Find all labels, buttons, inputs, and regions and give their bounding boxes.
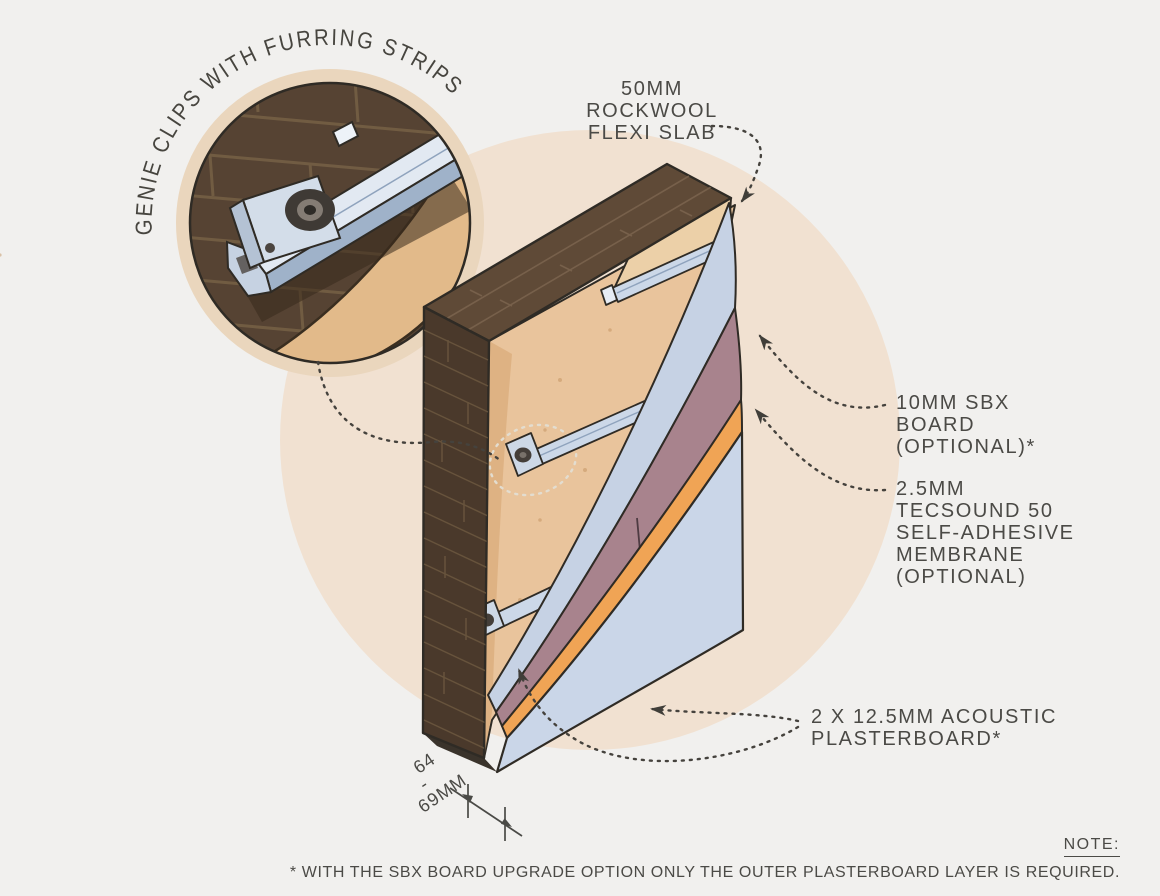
label-rockwool: 50MM ROCKWOOL FLEXI SLAB — [552, 78, 752, 144]
leader-sbx — [758, 334, 887, 409]
wall-assembly — [0, 162, 745, 774]
footnote: NOTE: * WITH THE SBX BOARD UPGRADE OPTIO… — [290, 836, 1120, 882]
leader-plasterboard-inner — [517, 668, 800, 763]
inset-ring — [176, 69, 484, 377]
dimension-arrow-1 — [462, 794, 473, 803]
inset-genie-clip — [228, 174, 342, 270]
label-sbx-board: 10MM SBX BOARD (OPTIONAL)* — [896, 392, 1036, 458]
inset-detail-circle — [176, 69, 484, 377]
outer-plasterboard-layer — [495, 430, 745, 774]
label-tecsound-line1: 2.5MM — [896, 478, 966, 500]
leader-inset-to-clip — [316, 360, 502, 462]
inset-shadow — [245, 178, 470, 322]
label-plasterboard-line1: 2 X 12.5MM ACOUSTIC — [811, 706, 1058, 728]
brick-side-joints — [423, 329, 489, 751]
inset-outline — [188, 81, 472, 365]
label-tecsound-line2: TECSOUND 50 — [896, 500, 1054, 522]
label-rockwool-line3: FLEXI SLAB — [587, 122, 717, 144]
note-body: * WITH THE SBX BOARD UPGRADE OPTION ONLY… — [289, 864, 1120, 881]
brick-wall-side-face — [421, 305, 491, 760]
leader-lines — [316, 124, 887, 763]
label-tecsound-line3: SELF-ADHESIVE — [896, 522, 1075, 544]
label-sbx-line1: 10MM SBX — [896, 392, 1010, 414]
wall-bottom-edge — [423, 733, 497, 772]
label-rockwool-line1: 50MM — [621, 78, 683, 100]
note-heading: NOTE: — [1063, 836, 1120, 857]
label-sbx-line2: BOARD — [896, 414, 976, 436]
dimension-line — [449, 787, 523, 837]
label-tecsound: 2.5MM TECSOUND 50 SELF-ADHESIVE MEMBRANE… — [896, 478, 1075, 588]
label-rockwool-line2: ROCKWOOL — [586, 100, 718, 122]
leader-tecsound — [754, 408, 887, 492]
label-tecsound-line5: (OPTIONAL) — [896, 566, 1027, 588]
label-tecsound-line4: MEMBRANE — [896, 544, 1025, 566]
leader-rockwool — [710, 124, 763, 203]
label-plasterboard-line2: PLASTERBOARD* — [811, 728, 1002, 750]
label-sbx-line3: (OPTIONAL)* — [896, 436, 1036, 458]
rockwool-shadow-edge — [484, 341, 512, 758]
dimension-arrow-2 — [500, 818, 512, 827]
dimension-min: 64 — [410, 749, 439, 778]
leader-plasterboard-outer — [650, 704, 800, 723]
label-plasterboard: 2 X 12.5MM ACOUSTIC PLASTERBOARD* — [811, 706, 1057, 750]
